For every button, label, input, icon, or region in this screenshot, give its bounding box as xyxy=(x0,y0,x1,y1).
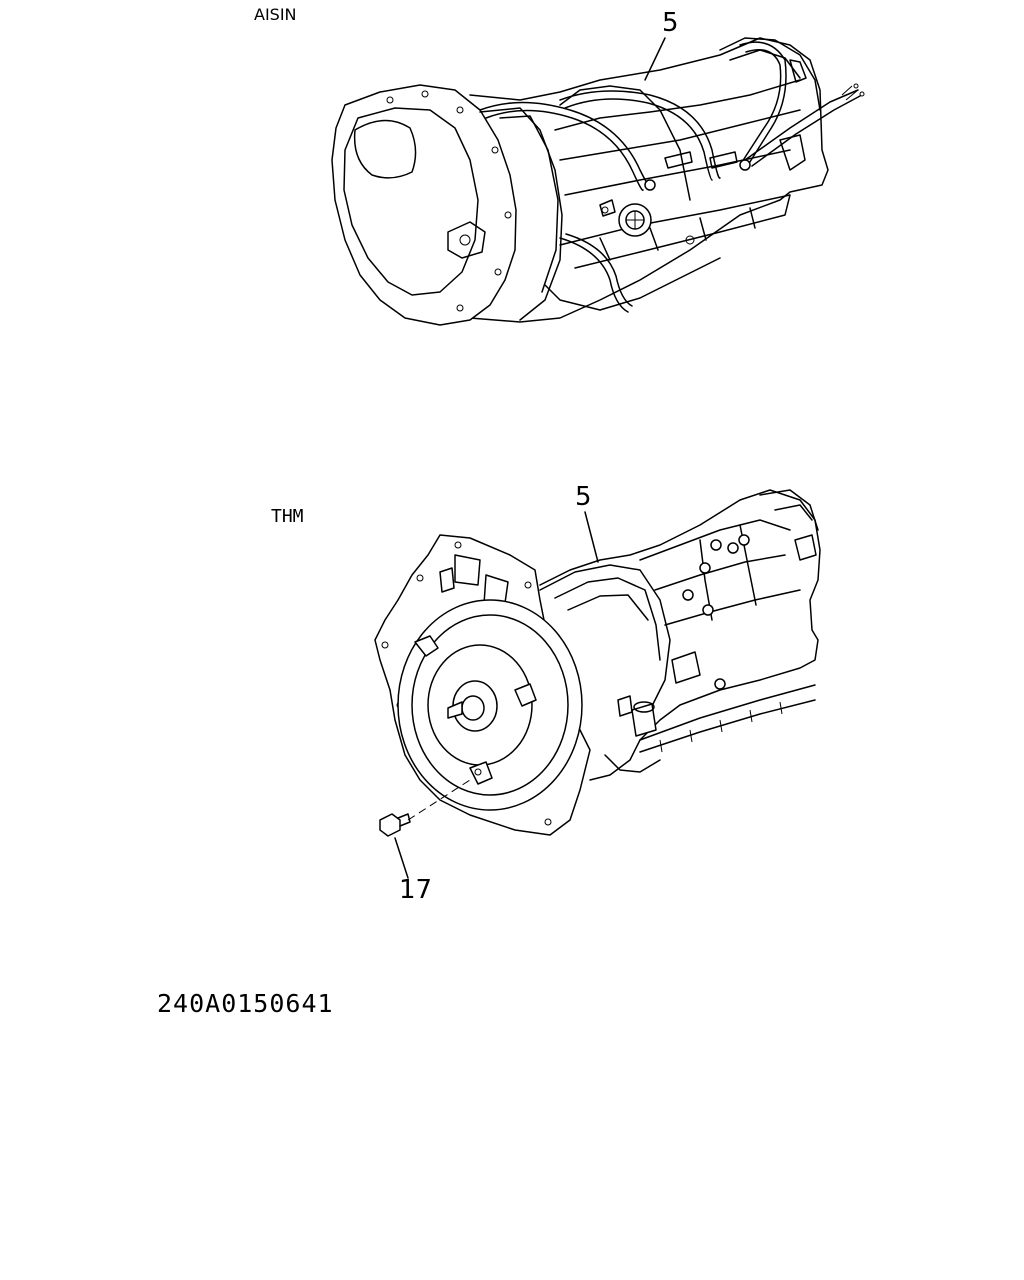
callout-5-aisin: 5 xyxy=(662,8,679,38)
thm-transmission xyxy=(374,489,821,879)
callout-17-bolt: 17 xyxy=(399,875,433,905)
aisin-transmission xyxy=(331,37,865,326)
label-aisin: AISIN xyxy=(254,5,297,24)
callout-5-thm: 5 xyxy=(575,482,592,512)
reference-number: 240A0150641 xyxy=(157,989,334,1018)
label-thm: THM xyxy=(271,506,304,527)
